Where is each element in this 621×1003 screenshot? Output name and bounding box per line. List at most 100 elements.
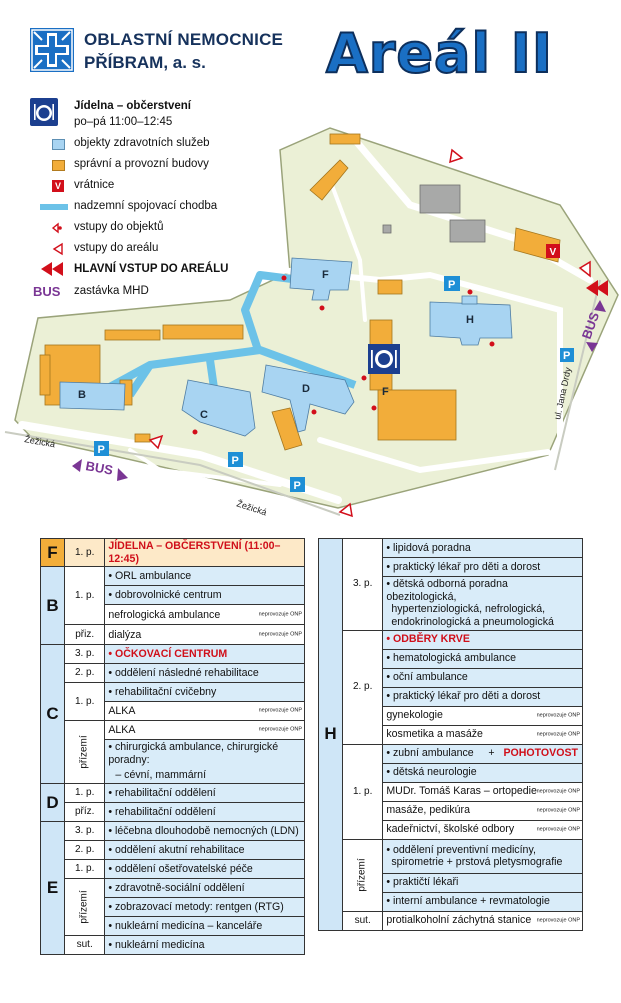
legend-health: objekty zdravotních služeb [74,137,210,149]
floor: sut. [63,935,106,956]
legend-gate: vrátnice [74,179,115,191]
np-note: neprovozuje ONP [536,807,580,814]
floor: 3. p. [63,644,106,665]
dept-item: • zdravotně-sociální oddělení [108,881,245,894]
floor: 2. p. [63,840,106,861]
building-d-label: D [302,383,310,395]
building-h-label: H [466,314,474,326]
legend-bus: zastávka MHD [74,285,149,297]
dept-vaccination: • OČKOVACÍ CENTRUM [108,648,228,661]
dept-item: • rehabilitační oddělení [108,805,216,818]
np-note: neprovozuje ONP [258,611,302,618]
dept-item: • dětská odborná poradna obezitologická, [386,578,508,603]
dept-item: – cévní, mammární [115,769,207,782]
dept-item: • oční ambulance [386,671,468,684]
dept-item: • praktický lékař pro děti a dorost [386,690,541,703]
building-e-label: F [322,269,329,281]
gate-icon: V [52,180,64,192]
bus-icon: BUS [33,284,61,299]
floor: 2. p. [341,629,384,745]
dept-item: kadeřnictví, školské odbory [386,823,515,836]
legend-canteen: Jídelna – občerstvení [74,100,191,112]
legend-admin-swatch [52,160,65,171]
dept-item: ALKA [108,705,136,718]
legend-object-entry: vstupy do objektů [74,221,164,233]
np-note: neprovozuje ONP [536,917,580,924]
dept-item: • oddělení následné rehabilitace [108,667,259,680]
np-note: neprovozuje ONP [258,631,302,638]
dept-canteen: JÍDELNA – OBČERSTVENÍ (11:00–12:45) [108,540,281,565]
floor: 1. p. [63,859,106,880]
block-e: E [40,821,65,956]
parking-icon: P [563,350,570,362]
dept-item: nefrologická ambulance [108,608,221,621]
dept-item: hypertenziologická, nefrologická, [391,603,546,616]
parking-icon: P [232,455,239,467]
hospital-cross-icon [30,28,74,72]
floor: přízemí [78,735,90,770]
dept-item: • praktický lékař pro děti a dorost [386,560,541,573]
legend-canteen-hours: po–pá 11:00–12:45 [74,116,173,128]
health-buildings [59,257,513,437]
other-buildings [382,184,486,243]
dept-item: • oddělení akutní rehabilitace [108,843,245,856]
legend-health-swatch [52,139,65,150]
floor: 1. p. [341,743,384,840]
block-h: H [318,538,343,931]
parking-icon: P [448,279,455,291]
block-d: D [40,783,65,823]
dept-item: gynekologie [386,709,443,722]
floor: přiz. [63,624,106,646]
block-f: F [40,537,65,568]
canteen-icon [30,98,58,126]
floor: sut. [341,910,384,931]
np-note: neprovozuje ONP [536,712,580,719]
street-label: Žežická [235,498,268,517]
dept-item: • nukleární medicína – kanceláře [108,919,263,932]
dept-item: kosmetika a masáže [386,728,483,741]
legend-corridor-swatch [40,204,68,210]
dept-item: • chirurgická ambulance, chirurgické por… [108,741,279,767]
dept-item: • interní ambulance + revmatologie [386,895,550,908]
np-note: neprovozuje ONP [536,788,580,795]
dept-item: • praktičtí lékaři [386,876,459,889]
building-b-label: B [78,389,86,401]
parking-icons: P P P P P [94,276,574,492]
parking-icon: P [294,480,301,492]
dept-item: • oddělení preventivní medicíny, [386,843,536,856]
np-note: neprovozuje ONP [536,731,580,738]
dept-item: masáže, pedikúra [386,804,470,817]
dept-item: • rehabilitační cvičebny [108,686,217,699]
site-map: F B C D F H V P P P P P BUS BUS [4,127,619,518]
main-entry-icons [586,280,608,296]
object-entry-icons [192,275,495,435]
dept-emergency: POHOTOVOST [503,747,578,760]
dept-item: • ORL ambulance [108,570,192,583]
area-entry-icon [52,242,63,256]
floor: přízemí [78,890,90,924]
block-b: B [40,566,65,646]
directory-table-right: H 3. p. • lipidová poradna • praktický l… [318,538,583,931]
dept-item: endokrinologická a pneumologická [391,616,554,629]
floor: 2. p. [63,663,106,684]
block-c: C [40,644,65,785]
dept-item: MUDr. Tomáš Karas – ortopedie [386,785,537,798]
dept-item: • léčebna dlouhodobě nemocných (LDN) [108,824,299,837]
bus-label: BUS [84,458,114,478]
dept-item: • zubní ambulance [386,747,474,760]
gate-map-icon: V [550,247,557,258]
object-entry-icon [51,222,62,234]
dept-item: • nukleární medicína [108,938,205,951]
main-entry-icon [41,262,63,276]
floor: 1. p. [63,682,106,722]
dept-item: protialkoholní záchytná stanice [386,914,532,927]
np-note: neprovozuje ONP [536,826,580,833]
legend-main-entry: HLAVNÍ VSTUP DO AREÁLU [74,263,229,275]
floor: 1. p. [63,537,106,568]
floor: 1. p. [63,566,106,626]
area-entry-icons [148,148,591,518]
floor: přízemí [356,858,368,892]
dept-item: spirometrie + prstová pletysmografie [391,856,563,869]
building-c-label: C [200,409,208,421]
dept-item: • zobrazovací metody: rentgen (RTG) [108,900,284,913]
